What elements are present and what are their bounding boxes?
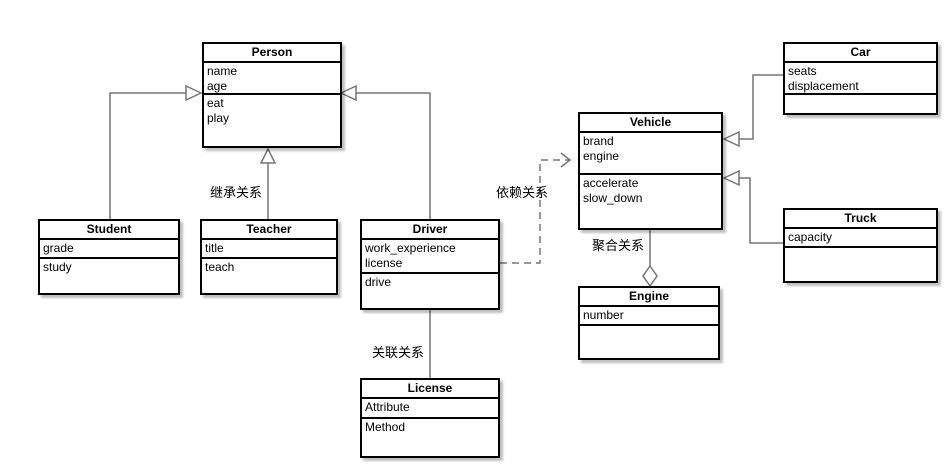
inheritance-relationship-label: 继承关系 (210, 185, 263, 200)
class-title: Vehicle (629, 115, 672, 129)
methods-compartment: drive (362, 272, 498, 308)
connector-driver-vehicle-dependency (500, 152, 572, 264)
connector-car-vehicle-generalization (722, 74, 783, 148)
class-student[interactable]: Student grade study (38, 219, 180, 295)
class-car[interactable]: Car seats displacement (783, 42, 938, 115)
methods-compartment: Method (362, 417, 498, 456)
methods-compartment: accelerate slow_down (580, 173, 721, 228)
connector-truck-vehicle-generalization (722, 169, 783, 244)
attribute-label: title (205, 241, 224, 255)
method-label: teach (205, 260, 235, 274)
class-person[interactable]: Person name age eat play (202, 42, 342, 148)
aggregation-relationship-label: 聚合关系 (592, 238, 645, 253)
attribute-label: brand (583, 134, 614, 148)
attribute-label: capacity (788, 230, 833, 244)
connector-vehicle-engine-aggregation (642, 230, 658, 288)
attribute-label: seats (788, 64, 817, 78)
attributes-compartment: brand engine (580, 131, 721, 173)
attribute-label: Attribute (365, 400, 410, 414)
connector-student-person-generalization (109, 84, 203, 219)
attribute-label: name (207, 64, 238, 78)
attributes-compartment: Attribute (362, 397, 498, 417)
attributes-compartment: work_experience license (362, 238, 498, 272)
attributes-compartment: name age (204, 61, 340, 93)
methods-compartment (580, 324, 718, 358)
methods-compartment: eat play (204, 93, 340, 146)
attribute-label: age (207, 79, 228, 93)
method-label: slow_down (583, 191, 643, 205)
connector-teacher-person-generalization (259, 147, 277, 219)
association-relationship-label: 关联关系 (372, 345, 425, 360)
class-truck[interactable]: Truck capacity (783, 208, 938, 283)
dependency-relationship-label: 依赖关系 (496, 185, 549, 200)
methods-compartment: teach (202, 257, 336, 293)
attributes-compartment: title (202, 238, 336, 257)
attributes-compartment: capacity (785, 227, 936, 246)
attribute-label: engine (583, 149, 620, 163)
class-title: Person (251, 45, 293, 59)
class-title: Teacher (246, 222, 292, 236)
method-label: eat (207, 96, 224, 110)
class-title: Engine (628, 289, 669, 303)
method-label: accelerate (583, 176, 639, 190)
methods-compartment: study (40, 257, 178, 293)
attribute-label: displacement (788, 79, 859, 93)
attributes-compartment: seats displacement (785, 61, 936, 93)
class-teacher[interactable]: Teacher title teach (200, 219, 338, 295)
attribute-label: work_experience (365, 241, 456, 255)
method-label: drive (365, 275, 392, 289)
class-vehicle[interactable]: Vehicle brand engine accelerate slow_dow… (578, 112, 723, 230)
class-title: Student (86, 222, 132, 236)
attribute-label: number (583, 308, 624, 322)
class-title: Truck (844, 211, 877, 225)
attributes-compartment: grade (40, 238, 178, 257)
class-license[interactable]: License Attribute Method (360, 378, 500, 458)
method-label: play (207, 111, 230, 125)
class-engine[interactable]: Engine number (578, 286, 720, 360)
class-title: License (407, 381, 453, 395)
methods-compartment (785, 246, 936, 281)
attributes-compartment: number (580, 305, 718, 324)
method-label: study (43, 260, 72, 274)
attribute-label: grade (43, 241, 74, 255)
connector-driver-person-generalization (339, 84, 431, 219)
attribute-label: license (365, 256, 403, 270)
class-title: Car (850, 45, 871, 59)
class-title: Driver (412, 222, 448, 236)
methods-compartment (785, 93, 936, 113)
class-driver[interactable]: Driver work_experience license drive (360, 219, 500, 310)
method-label: Method (365, 420, 406, 434)
